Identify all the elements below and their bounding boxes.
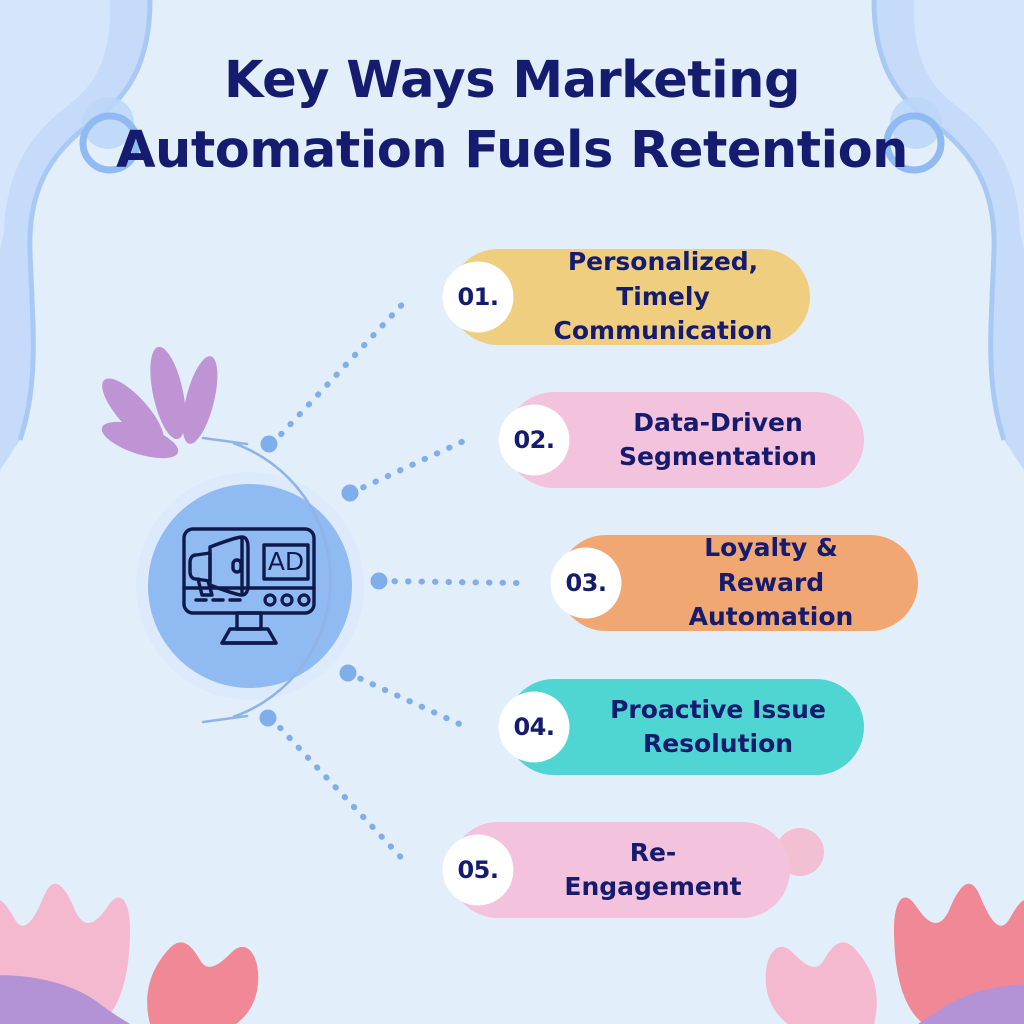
item-number-badge: 05. — [443, 835, 513, 905]
item-number: 01. — [457, 283, 499, 311]
item-label: Loyalty & Reward Automation — [688, 533, 854, 632]
item-number: 03. — [565, 569, 607, 597]
list-item[interactable]: Re-Engagement 05. — [0, 822, 1024, 918]
item-number-badge: 04. — [499, 692, 569, 762]
deco-flower-bl-dark — [147, 942, 259, 1024]
item-number: 04. — [513, 713, 555, 741]
item-label: Data-Driven Segmentation — [619, 407, 817, 472]
item-pill[interactable]: Data-Driven Segmentation — [506, 392, 864, 488]
deco-shape-br-purple — [918, 984, 1024, 1024]
list-item[interactable]: Personalized, Timely Communication 01. — [0, 247, 1024, 345]
deco-shape-bl-purple — [0, 975, 130, 1024]
item-label: Proactive Issue Resolution — [610, 694, 826, 759]
item-label: Personalized, Timely Communication — [553, 247, 773, 346]
title-line-2: Automation Fuels Retention — [116, 121, 908, 181]
deco-flower-br-light — [765, 942, 877, 1024]
list-item[interactable]: Data-Driven Segmentation 02. — [0, 392, 1024, 488]
item-label: Re-Engagement — [564, 837, 742, 902]
title-line-1: Key Ways Marketing — [224, 51, 800, 110]
page-title: Key Ways Marketing Automation Fuels Rete… — [0, 46, 1024, 187]
list-item[interactable]: Proactive Issue Resolution 04. — [0, 679, 1024, 775]
item-number-badge: 01. — [443, 262, 513, 332]
item-number: 05. — [457, 856, 499, 884]
list-item[interactable]: Loyalty & Reward Automation 03. — [0, 533, 1024, 631]
item-number: 02. — [513, 426, 555, 454]
item-pill[interactable]: Personalized, Timely Communication — [450, 247, 810, 345]
item-number-badge: 03. — [551, 548, 621, 618]
item-number-badge: 02. — [499, 405, 569, 475]
